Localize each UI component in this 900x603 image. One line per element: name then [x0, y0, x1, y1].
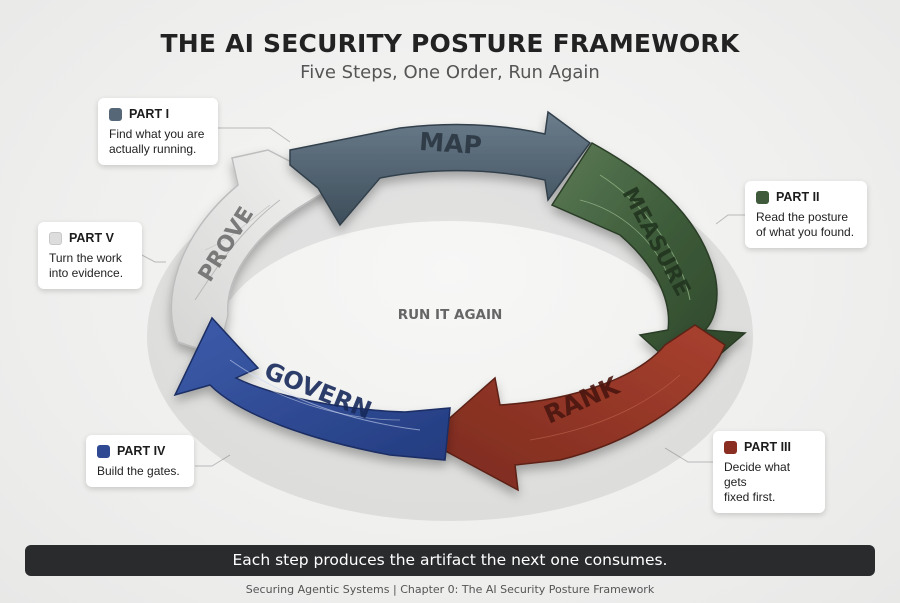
segment-rank: [423, 324, 726, 492]
part-label: PART II: [776, 190, 820, 204]
segment-govern: [173, 316, 451, 461]
part-text-line: into evidence.: [49, 266, 124, 280]
segment-measure: [550, 142, 747, 381]
segment-map: [289, 110, 592, 227]
swatch-icon: [49, 231, 62, 245]
part-text-line: actually running.: [109, 142, 197, 156]
part-text-line: Turn the work: [49, 251, 122, 265]
part-label: PART III: [744, 440, 791, 454]
part-text-line: Read the posture: [756, 210, 849, 224]
part-card-1: PART I Find what you are actually runnin…: [98, 98, 218, 165]
footer-caption: Securing Agentic Systems | Chapter 0: Th…: [245, 583, 655, 596]
part-text-line: Find what you are: [109, 127, 205, 141]
summary-banner: Each step produces the artifact the next…: [25, 545, 875, 576]
swatch-icon: [724, 440, 737, 454]
part-label: PART I: [129, 107, 170, 121]
swatch-icon: [756, 190, 769, 204]
part-text-line: fixed first.: [724, 490, 776, 504]
segment-prove: [170, 149, 338, 356]
part-label: PART V: [69, 231, 114, 245]
part-text-line: of what you found.: [756, 225, 855, 239]
part-label: PART IV: [117, 444, 166, 458]
part-card-3: PART III Decide what gets fixed first.: [713, 431, 825, 513]
part-card-5: PART V Turn the work into evidence.: [38, 222, 142, 289]
part-text-line: Decide what gets: [724, 460, 791, 489]
connector-lines: [139, 127, 745, 467]
segment-label-map: MAP: [418, 127, 482, 160]
page-title: THE AI SECURITY POSTURE FRAMEWORK: [160, 29, 740, 58]
page-subtitle: Five Steps, One Order, Run Again: [300, 62, 600, 83]
swatch-icon: [109, 107, 122, 121]
part-text-line: Build the gates.: [97, 464, 180, 478]
swatch-icon: [97, 444, 110, 458]
center-label: RUN IT AGAIN: [397, 307, 503, 323]
part-card-4: PART IV Build the gates.: [86, 435, 194, 487]
part-card-2: PART II Read the posture of what you fou…: [745, 181, 867, 248]
